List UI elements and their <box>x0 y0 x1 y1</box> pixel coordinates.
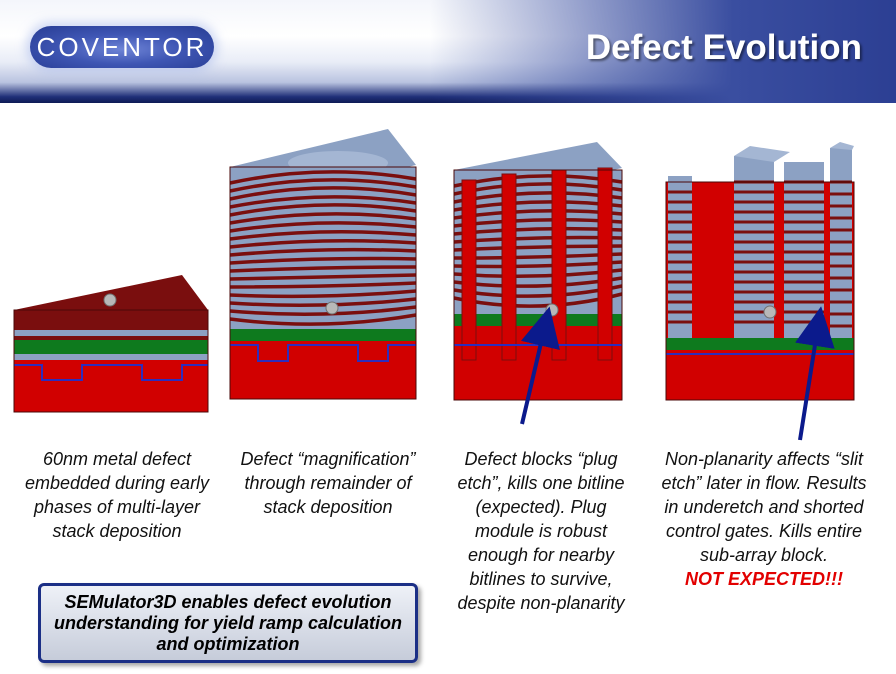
coventor-logo: COVENTOR <box>30 26 214 68</box>
not-expected-alert: NOT EXPECTED!!! <box>684 569 843 589</box>
callout-text: SEMulator3D enables defect evolution und… <box>53 591 403 654</box>
slit-etch-block-image <box>665 142 855 401</box>
caption-defect-magnification: Defect “magnification” through remainder… <box>240 449 416 517</box>
logo-text: COVENTOR <box>36 31 208 62</box>
header-banner-gradient <box>430 0 896 103</box>
caption-plug-etch: Defect blocks “plug etch”, kills one bit… <box>457 449 625 613</box>
slide-title: Defect Evolution <box>585 28 862 67</box>
caption-slit-etch-text: Non-planarity affects “slit etch” later … <box>661 449 867 565</box>
plug-etch-block-image <box>453 142 623 401</box>
caption-slit-etch: Non-planarity affects “slit etch” later … <box>658 447 870 591</box>
early-stack-block-image <box>13 275 209 413</box>
magnified-stack-block-image <box>229 129 417 400</box>
caption-early-defect: 60nm metal defect embedded during early … <box>24 449 210 541</box>
semulator-callout: SEMulator3D enables defect evolution und… <box>38 583 418 663</box>
